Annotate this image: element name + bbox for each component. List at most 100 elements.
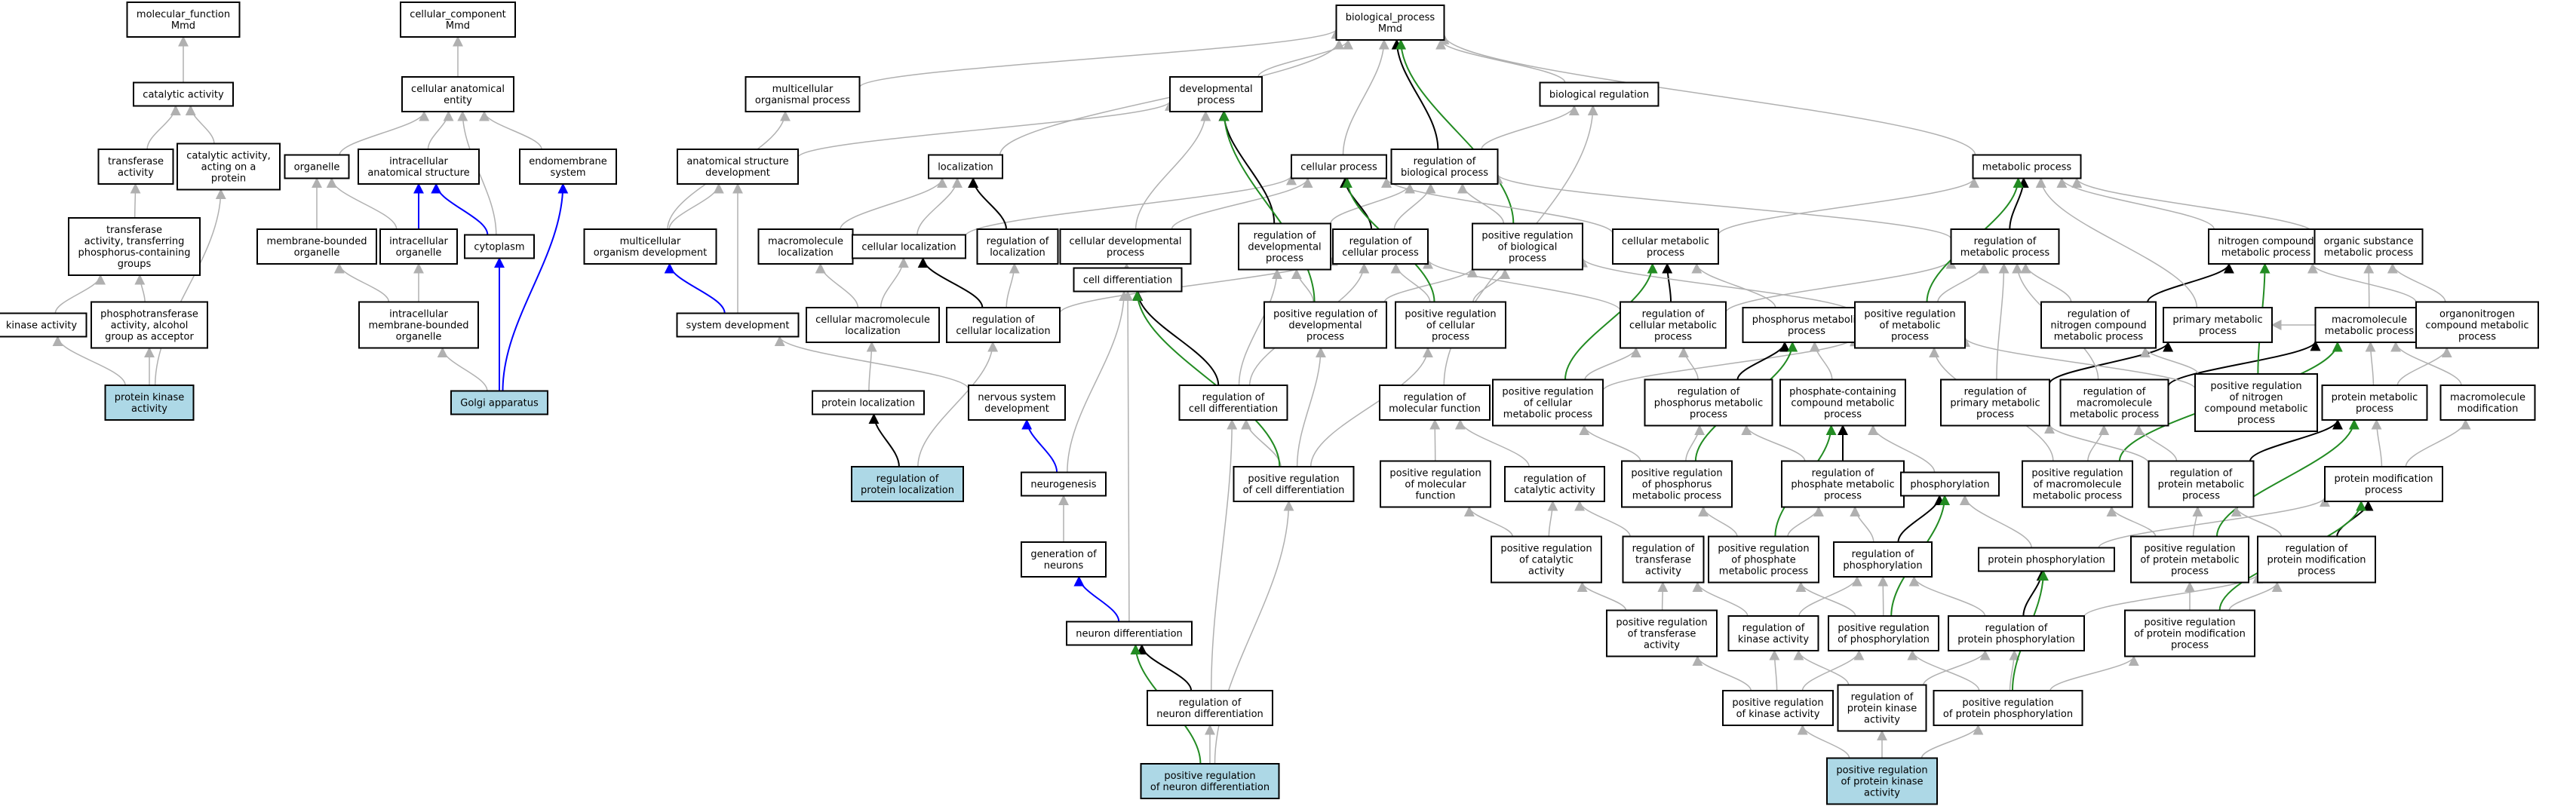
node-label: phosphorus metabolic xyxy=(1654,398,1763,409)
node-golgi[interactable]: Golgi apparatus xyxy=(450,390,548,415)
node-phosphorylation[interactable]: phosphorylation xyxy=(1900,471,2000,497)
node-celldiff[interactable]: cell differentiation xyxy=(1073,267,1183,293)
node-neurdiff[interactable]: neuron differentiation xyxy=(1066,621,1193,646)
node-metproc[interactable]: metabolic process xyxy=(1972,154,2082,179)
node-protloc[interactable]: protein localization xyxy=(812,390,925,415)
node-neurogenesis[interactable]: neurogenesis xyxy=(1021,471,1107,497)
node-cytoplasm[interactable]: cytoplasm xyxy=(464,234,535,259)
node-cellproc[interactable]: cellular process xyxy=(1291,154,1387,179)
node-kinase[interactable]: kinase activity xyxy=(0,312,88,338)
node-cellloc[interactable]: cellular localization xyxy=(852,234,966,259)
node-posregdev[interactable]: positive regulation ofdevelopmentalproce… xyxy=(1263,301,1387,349)
node-localization[interactable]: localization xyxy=(928,154,1003,179)
node-organelle[interactable]: organelle xyxy=(284,154,350,179)
node-bioreg[interactable]: biological regulation xyxy=(1539,81,1660,107)
node-label: protein localization xyxy=(861,485,954,496)
node-label: process xyxy=(1824,409,1862,421)
node-sysdev[interactable]: system development xyxy=(676,312,800,338)
node-label: process xyxy=(1690,409,1727,421)
node-protphos[interactable]: protein phosphorylation xyxy=(1978,547,2115,572)
node-catalytic[interactable]: catalytic activity xyxy=(133,81,234,107)
edge-regneurdiff-to-neurdiff xyxy=(1136,644,1193,691)
